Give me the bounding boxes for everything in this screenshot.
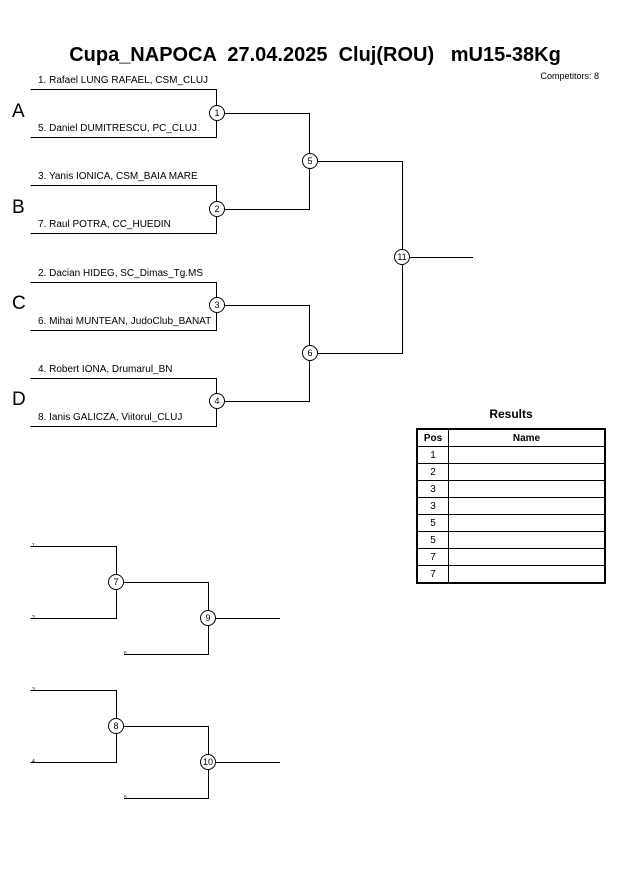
page-title: Cupa_NAPOCA 27.04.2025 Cluj(ROU) mU15-38… [69, 44, 561, 66]
table-row: 7 [416, 565, 606, 584]
repechage-line-1 [30, 546, 117, 619]
table-row: 3 [416, 497, 606, 515]
bracket-line-final [309, 161, 403, 354]
repechage-seed-label: 6 [124, 651, 127, 657]
table-row: 2 [416, 463, 606, 481]
repechage-seed-label: 5 [124, 795, 127, 801]
match-node-3: 3 [209, 297, 225, 313]
results-title: Results [489, 407, 533, 421]
results-pos: 5 [416, 514, 449, 532]
results-pos: 5 [416, 531, 449, 549]
results-name [448, 463, 606, 481]
competitor-7: 7. Raul POTRA, CC_HUEDIN [38, 219, 171, 230]
match-node-1: 1 [209, 105, 225, 121]
match-node-9: 9 [200, 610, 216, 626]
competitor-8: 8. Ianis GALICZA, Viitorul_CLUJ [38, 412, 183, 423]
results-table: Pos Name 1 2 3 3 5 5 7 7 [416, 428, 606, 584]
competitor-2: 2. Dacian HIDEG, SC_Dimas_Tg.MS [38, 268, 204, 279]
results-pos: 7 [416, 565, 449, 584]
results-name [448, 565, 606, 584]
repechage-seed-label: 4 [32, 759, 35, 765]
competitor-3: 3. Yanis IONICA, CSM_BAIA MARE [38, 171, 198, 182]
match-node-5: 5 [302, 153, 318, 169]
match-node-4: 4 [209, 393, 225, 409]
table-row: 3 [416, 480, 606, 498]
repechage-seed-label: 3 [32, 687, 35, 693]
repechage-seed-label: 2 [32, 615, 35, 621]
table-row: 7 [416, 548, 606, 566]
results-pos: 1 [416, 446, 449, 464]
pool-label-a: A [12, 101, 25, 122]
match-node-11: 11 [394, 249, 410, 265]
pool-label-b: B [12, 197, 25, 218]
table-row: 5 [416, 514, 606, 532]
bracket-line-semi-2 [216, 305, 310, 402]
match-node-10: 10 [200, 754, 216, 770]
results-name [448, 480, 606, 498]
repechage-line-2 [116, 582, 209, 655]
pool-label-d: D [12, 389, 26, 410]
table-row: 1 [416, 446, 606, 464]
repechage-line-4 [30, 690, 117, 763]
competitor-6: 6. Mihai MUNTEAN, JudoClub_BANAT [38, 316, 212, 327]
competitor-count: Competitors: 8 [540, 71, 599, 81]
results-pos: 3 [416, 497, 449, 515]
competitor-1: 1. Rafael LUNG RAFAEL, CSM_CLUJ [38, 75, 209, 86]
match-node-2: 2 [209, 201, 225, 217]
match-node-8: 8 [108, 718, 124, 734]
match-node-6: 6 [302, 345, 318, 361]
table-row: 5 [416, 531, 606, 549]
results-pos: 2 [416, 463, 449, 481]
results-name [448, 531, 606, 549]
results-pos: 3 [416, 480, 449, 498]
match-node-7: 7 [108, 574, 124, 590]
results-name [448, 497, 606, 515]
competitor-5: 5. Daniel DUMITRESCU, PC_CLUJ [38, 123, 197, 134]
repechage-line-5 [116, 726, 209, 799]
results-pos: 7 [416, 548, 449, 566]
results-header-pos: Pos [416, 428, 449, 447]
repechage-seed-label: 1 [32, 543, 35, 549]
results-header-row: Pos Name [416, 428, 606, 447]
bracket-line-semi-1 [216, 113, 310, 210]
results-header-name: Name [448, 428, 606, 447]
results-name [448, 548, 606, 566]
results-name [448, 446, 606, 464]
results-name [448, 514, 606, 532]
competitor-4: 4. Robert IONA, Drumarul_BN [38, 364, 173, 375]
pool-label-c: C [12, 293, 26, 314]
